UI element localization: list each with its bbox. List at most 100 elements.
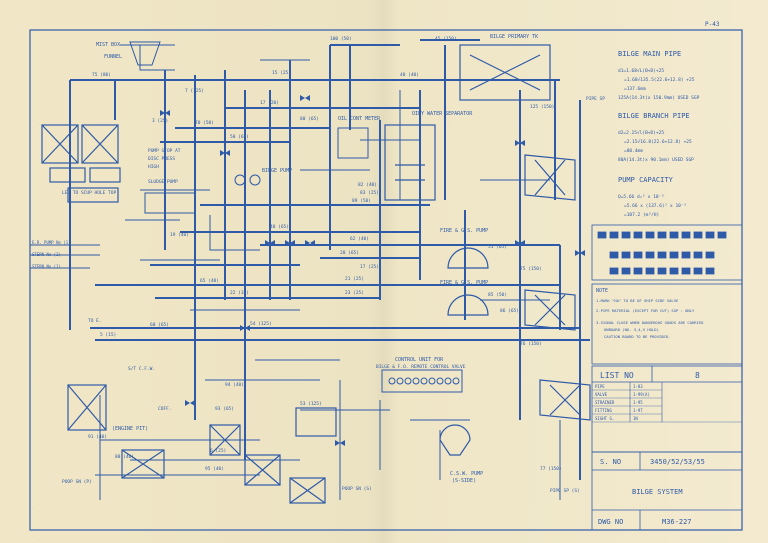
list-no-value: 8 — [695, 371, 700, 380]
pipe-size: 17 (25) — [360, 264, 379, 270]
pipe-size: 51 (65) — [488, 244, 507, 250]
list-no-label: LIST NO — [600, 371, 634, 380]
pipe-size: 83 (25) — [360, 190, 379, 196]
to-e-label: TO E. — [88, 318, 102, 324]
pipe-size: 76 (150) — [520, 341, 542, 347]
control-unit-label: CONTROL UNIT FOR — [395, 357, 444, 363]
pipe-size: 22 (32) — [230, 290, 249, 296]
fire-gs-pump-1-label: FIRE & G.S. PUMP — [440, 228, 488, 234]
pipe-sp-label: PIPE SP — [586, 96, 605, 102]
engine-pit-equipment — [67, 384, 337, 504]
bilge-main-line2: =1.68√135.5(22.6+12.8) +25 — [624, 77, 695, 83]
legend-symbol-grid — [591, 224, 743, 281]
pipe-size: 89 (50) — [352, 198, 371, 204]
notes-title: NOTE — [596, 288, 608, 294]
pipe-sp-s-label: PIPE SP (S) — [550, 488, 580, 494]
pump-capacity-line1: Q=5.66 d₁² x 10⁻³ — [618, 194, 664, 200]
pipe-size: 40 (40) — [400, 72, 419, 78]
bilge-branch-line3: =80.4mm — [624, 148, 643, 154]
bilge-main-line1: d1=1.68√L(B+D)+25 — [618, 68, 664, 74]
list-row-item: PIPE — [595, 384, 605, 389]
pump-capacity-line3: =107.2 (m³/H) — [624, 212, 659, 218]
pipe-size: 100 (50) — [330, 36, 352, 42]
note-3: 3.SIGNAL CLOSE WHEN DANGEROUS GOODS ARE … — [596, 320, 704, 325]
pipe-size: 91 (40) — [88, 434, 107, 440]
sludge-pump-label: SLUDGE PUMP — [148, 179, 178, 185]
pipe-size: 93 (65) — [215, 406, 234, 412]
oil-cont-meter — [337, 127, 369, 159]
valve-symbols — [160, 95, 585, 446]
fire-gs-pumps — [447, 247, 489, 316]
left-tanks — [41, 124, 121, 203]
pipe-size: 85 (50) — [488, 292, 507, 298]
s-no-label: S. NO — [600, 458, 621, 466]
pipe-size: 15 (25) — [272, 70, 291, 76]
dwg-no-value: M36-227 — [662, 518, 692, 526]
pipe-size: 82 (40) — [358, 182, 377, 188]
bilge-branch-line2: =2.15√16.8(22.6+12.8) +25 — [624, 139, 692, 145]
pump-stop-label: PUMP STOP AT — [148, 148, 181, 154]
pipe-size: 60 (65) — [150, 322, 169, 328]
bilge-primary-tank — [459, 44, 551, 101]
pipe-size: 53 (125) — [300, 401, 322, 407]
pipe-size: 77 (150) — [540, 466, 562, 472]
bilge-pump-label: BILGE PUMP — [262, 168, 292, 174]
csw-pump — [439, 424, 471, 456]
list-row-code: 1N — [633, 416, 638, 421]
calc-panel: BILGE MAIN PIPE d1=1.68√L(B+D)+25 =1.68√… — [618, 50, 700, 218]
bilge-main-pipe-title: BILGE MAIN PIPE — [618, 50, 681, 58]
pipe-size: 20 (65) — [340, 250, 359, 256]
pipe-size: 62 (40) — [350, 236, 369, 242]
pipe-size: 86 (65) — [500, 308, 519, 314]
pipe-size: 125 (150) — [530, 104, 554, 110]
pipe-size: 80 (65) — [300, 116, 319, 122]
bilge-branch-line1: d2=2.15√l(B+D)+25 — [618, 130, 664, 136]
sludge-pump-box — [144, 192, 196, 214]
pump-capacity-line2: =5.66 x (137.6)² x 10⁻³ — [624, 203, 687, 209]
pipe-size: 45 (150) — [435, 36, 457, 42]
mist-box — [129, 41, 161, 66]
drawing-title: BILGE SYSTEM — [632, 488, 683, 496]
high-label: HIGH — [148, 164, 159, 170]
poop-sn-p-label: POOP SN (P) — [62, 479, 92, 485]
pipe-size: 23 (25) — [345, 290, 364, 296]
pipe-size: 50 (65) — [230, 134, 249, 140]
pipe-size: 5 (15) — [100, 332, 116, 338]
pipe-size: 7 (125) — [185, 88, 204, 94]
csw-pump-label: C.S.W. PUMP — [450, 471, 483, 477]
control-unit — [381, 369, 463, 393]
coff-label: COFF. — [158, 406, 172, 412]
note-1: 1.MARK "HA" TO BE OF SHIP SIDE VALVE — [596, 298, 679, 303]
oily-water-separator — [384, 124, 436, 201]
pipe-size: 54 (125) — [250, 321, 272, 327]
bilge-branch-line4: 80A(14.3t)x 90.1mm) USED SGP — [618, 157, 694, 163]
right-exchangers — [524, 154, 591, 421]
list-no-table: LIST NO 8 PIPE 1-83 VALVE 1-99(A) STRAIN… — [591, 365, 743, 453]
er-pump-3-label: STERN No (1) — [32, 264, 61, 269]
title-block: S. NO 3450/52/53/55 BILGE SYSTEM DWG NO … — [591, 451, 743, 531]
er-pump-2-label: STERN No (2) — [32, 252, 61, 257]
disc-press-label: DISC PRESS — [148, 156, 175, 162]
bilge-main-line3: =137.6mm — [624, 86, 646, 92]
s-no-value: 3450/52/53/55 — [650, 458, 705, 466]
bilge-primary-tk-label: BILGE PRIMARY TK — [490, 34, 538, 40]
list-row-item: FITTING — [595, 408, 612, 413]
note-3b: ONBOARD (NO. 3,4,5 HOLD) — [604, 327, 659, 332]
pipe-size: 70 (50) — [195, 120, 214, 126]
stcfw-label: S/T C.F.W. — [128, 366, 155, 372]
pipe-size: 21 (25) — [345, 276, 364, 282]
oily-water-separator-label: OILY WATER SEPARATOR — [412, 111, 473, 117]
funnel-label: FUNNEL — [104, 54, 122, 60]
pump-capacity-title: PUMP CAPACITY — [618, 176, 674, 184]
mist-box-label: MIST BOX — [96, 42, 120, 48]
page-ref: P-43 — [705, 21, 720, 28]
pipe-size: 3 (25) — [152, 118, 168, 124]
pipe-size: 75 (80) — [92, 72, 111, 78]
led-to-scup-label: LED TO SCUP HOLE TOP — [62, 190, 116, 196]
list-row-item: STRAINER — [595, 400, 615, 405]
list-row-item: SIGHT G. — [595, 416, 614, 421]
list-row-code: 1-95 — [633, 400, 643, 405]
secondary-pipes — [30, 44, 561, 500]
